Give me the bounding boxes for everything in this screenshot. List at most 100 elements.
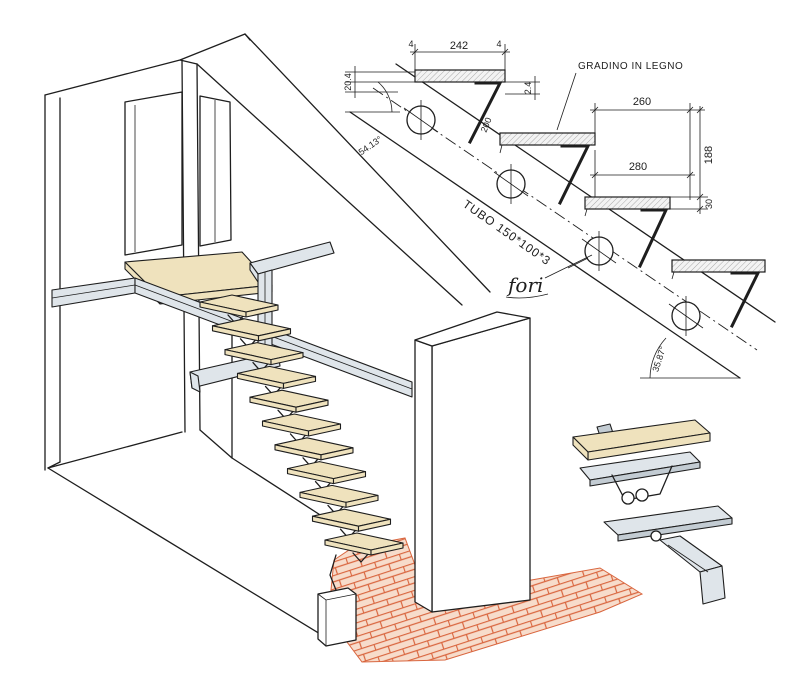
dimension-20-4: 20.4 (343, 66, 415, 98)
stair-treads (199, 294, 404, 563)
section-bracket-3 (638, 208, 669, 268)
detail-lower-hole (650, 530, 662, 542)
floor-back-edge (47, 431, 183, 469)
holes-note-leader (544, 254, 593, 279)
section-detail: 242 4 4 20.4 2.4 200 GRADINO IN LEGNO 26… (343, 39, 776, 379)
dim-280-text: 280 (629, 161, 647, 173)
section-bracket-1 (467, 81, 503, 145)
right-wall-face (431, 317, 531, 613)
floor-front-edge (47, 467, 331, 641)
holes-note-underline (505, 293, 549, 299)
stair-tread (224, 342, 304, 373)
detail-tube-end (699, 565, 726, 605)
ceiling-slope-inner (196, 63, 463, 306)
dim-260-text: 260 (633, 96, 651, 108)
floor-inner-edge (199, 429, 233, 459)
detail-lower-plate-edge (617, 517, 733, 542)
angle-upper-arc (377, 81, 393, 113)
left-wall-top (44, 33, 251, 96)
dim-280-ticks (591, 171, 694, 179)
beam-lower-end (189, 371, 201, 393)
tread-side (282, 375, 317, 389)
right-wall-side (414, 339, 433, 613)
section-bracket-2 (557, 144, 591, 206)
tread-material-leader (556, 72, 577, 131)
room-walls (44, 33, 491, 641)
dim-2-4-text: 2.4 (523, 82, 533, 95)
tread-support-lines (499, 144, 675, 280)
tread-side (257, 328, 292, 342)
tube-holes (403, 100, 704, 336)
section-tread-1 (414, 69, 506, 83)
angle-upper-text: 54.13° (357, 134, 384, 157)
tread-side (345, 494, 379, 508)
dim-242-lines (410, 44, 510, 70)
section-tread-3 (584, 196, 671, 210)
tread-side (295, 399, 329, 413)
section-tread-4 (671, 259, 766, 273)
dim-242-text: 242 (450, 40, 468, 52)
dim-20-4-text: 20.4 (343, 73, 353, 91)
tube-spec-leader (567, 257, 589, 269)
dimension-2-4: 2.4 (505, 76, 540, 100)
tread-side (332, 471, 367, 485)
stair-tread (261, 413, 342, 444)
right-wall-block (414, 311, 531, 613)
tread-side (370, 542, 404, 556)
right-wall-top (414, 311, 531, 347)
stair-tread (249, 389, 329, 420)
isometric-view (44, 33, 644, 663)
tread-material-callout: GRADINO IN LEGNO (556, 61, 683, 131)
dim-280-lines (590, 150, 695, 197)
tread-side (270, 352, 304, 366)
section-tread-2 (499, 132, 596, 146)
stringer-top-edge (395, 63, 776, 323)
detail-tube-hole-2 (635, 488, 649, 502)
dim-188-text: 188 (703, 146, 715, 164)
tread-side (357, 518, 392, 532)
angle-upper: 54.13° (345, 81, 400, 157)
beam-left-stub (51, 277, 136, 308)
angle-lower-text: 35.87° (650, 345, 668, 373)
detail-tube-edge (667, 544, 709, 573)
floor-lip (47, 461, 61, 469)
stair-tread (211, 318, 292, 349)
bracket-3d-detail (572, 419, 733, 605)
detail-upper-plate-edge (589, 461, 701, 487)
tread-side (307, 423, 342, 437)
stair-tread (324, 532, 404, 563)
dim-242-ticks (411, 48, 509, 56)
beam-upper (249, 241, 335, 275)
dimension-260: 260 (590, 96, 705, 200)
dimension-280: 280 (590, 150, 695, 197)
pedestal-top-edge (317, 593, 357, 601)
window-opening-right (199, 95, 232, 247)
detail-tube-body (659, 535, 723, 573)
stair-tread (299, 484, 379, 516)
pillar-right-edge (196, 63, 201, 431)
tread-side (245, 304, 279, 318)
wall-corner-top (179, 59, 198, 65)
ceiling-slope-outer (244, 33, 491, 293)
hole-crosshairs (403, 100, 704, 336)
pedestal-block (317, 587, 357, 647)
window-opening-left (124, 91, 183, 256)
holes-note-text: fori (506, 273, 543, 297)
dim-20-4-lines (345, 66, 415, 98)
tube-spec-text: TUBO 150*100*3 (460, 197, 553, 268)
beam-left-flange (51, 284, 136, 299)
under-stair-wall-edge (231, 291, 329, 521)
detail-tread-side (572, 436, 589, 461)
stair-tread (199, 294, 279, 325)
dim-left-offset-text: 4 (408, 39, 413, 49)
dim-2-4-lines (505, 76, 540, 100)
dim-260-ticks (591, 106, 694, 114)
dimension-188-30: 188 30 (670, 106, 715, 214)
dim-30-text: 30 (704, 199, 714, 209)
section-bracket-4 (729, 271, 761, 329)
tread-material-text: GRADINO IN LEGNO (578, 61, 683, 72)
tread-side (320, 447, 354, 461)
dim-260-lines (590, 103, 705, 200)
angle-lower-arc (649, 337, 667, 379)
